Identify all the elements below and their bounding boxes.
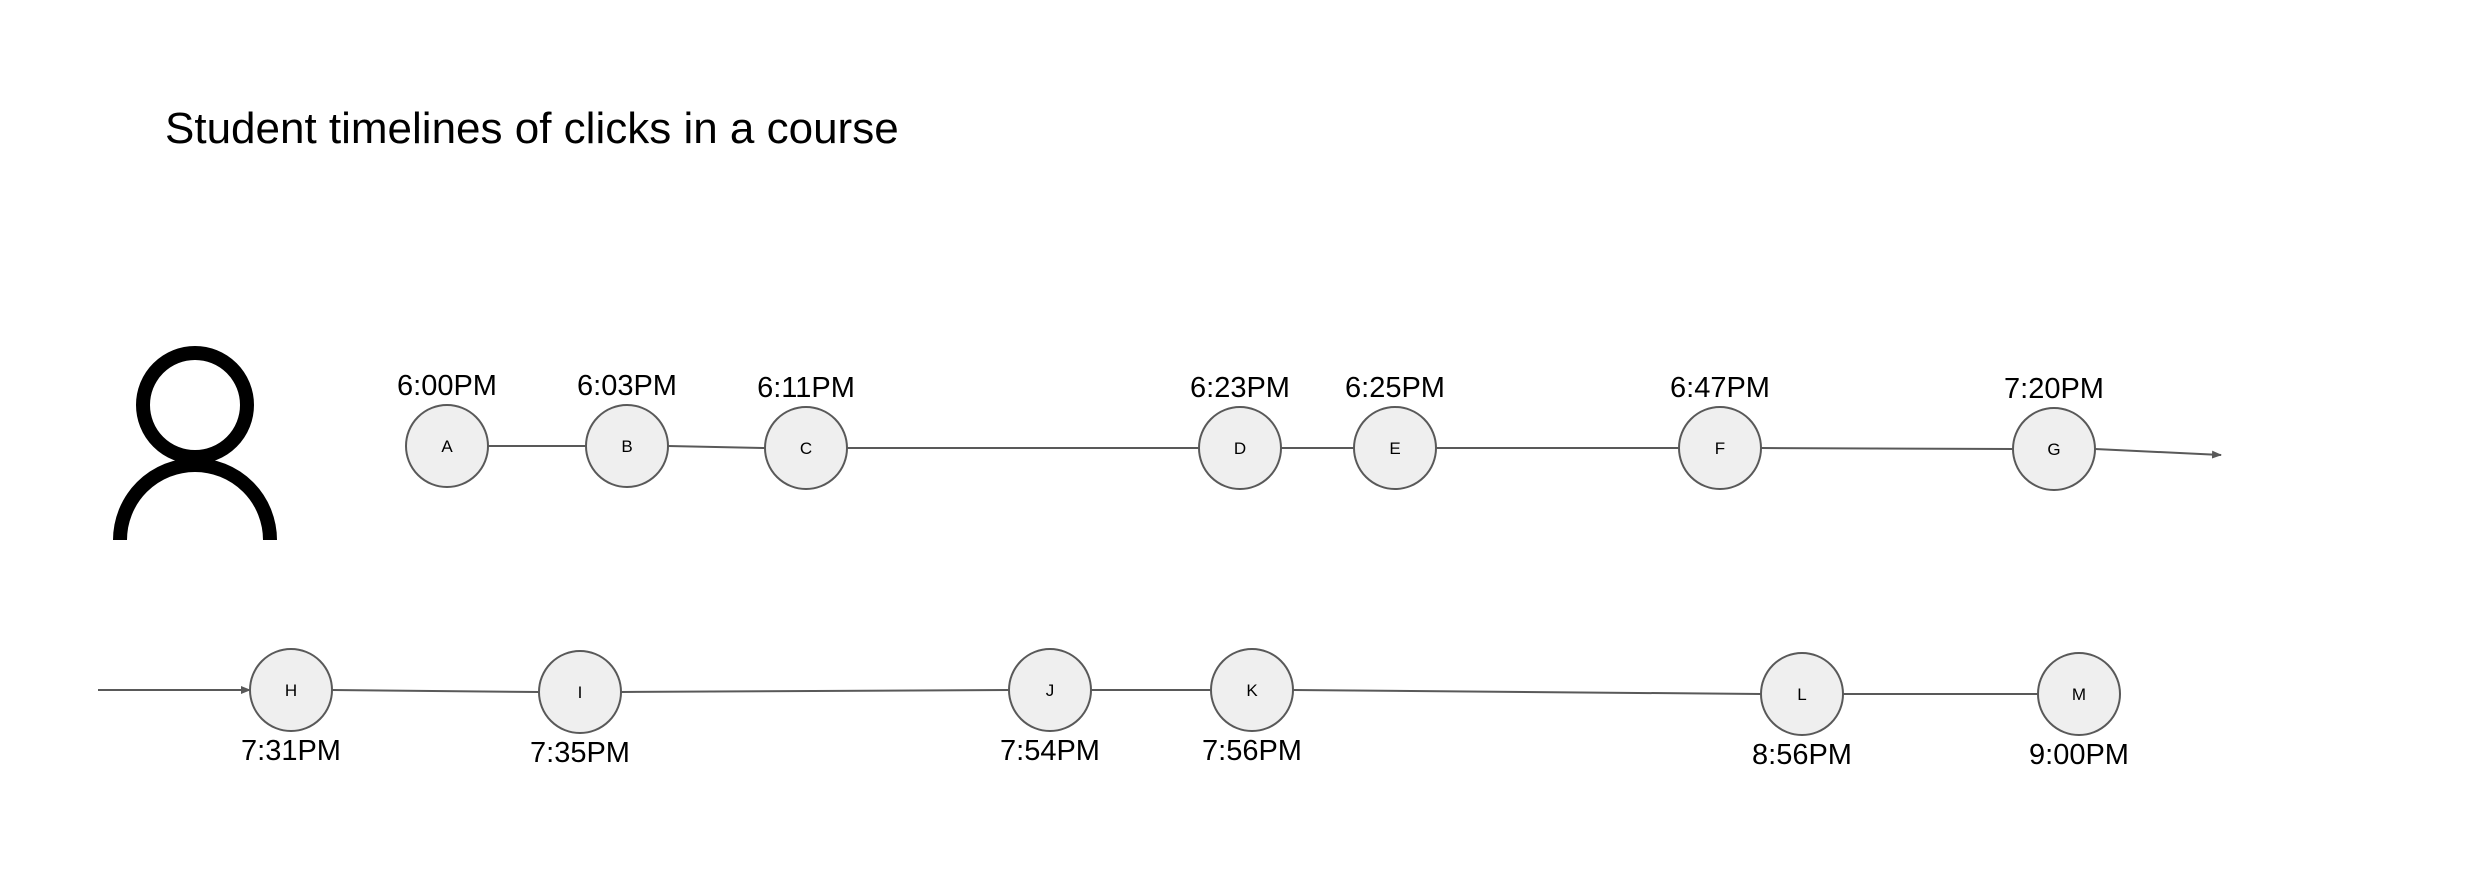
click-time-label: 7:31PM [241, 735, 341, 767]
click-node-id: C [800, 439, 812, 458]
click-node: B 6:03PM [577, 370, 677, 488]
user-icon [113, 346, 277, 541]
click-node: E 6:25PM [1345, 372, 1445, 490]
click-node: A 6:00PM [397, 370, 497, 488]
click-time-label: 6:00PM [397, 370, 497, 402]
click-node-circle [249, 648, 333, 732]
click-node: L 8:56PM [1752, 652, 1852, 771]
click-node-circle [2037, 652, 2121, 736]
click-node-circle [1353, 406, 1437, 490]
click-node-circle [538, 650, 622, 734]
click-node-id: K [1246, 681, 1258, 700]
click-node-id: J [1046, 681, 1055, 700]
click-time-label: 6:23PM [1190, 372, 1290, 404]
click-time-label: 7:35PM [530, 737, 630, 769]
click-node-id: B [621, 437, 632, 456]
click-time-label: 7:54PM [1000, 735, 1100, 767]
click-time-label: 7:20PM [2004, 373, 2104, 405]
click-time-label: 6:47PM [1670, 372, 1770, 404]
click-node: G 7:20PM [2004, 373, 2104, 491]
click-node: I 7:35PM [530, 650, 630, 769]
click-node-id: D [1234, 439, 1246, 458]
click-node-id: A [441, 437, 453, 456]
click-node-id: H [285, 681, 297, 700]
timeline-edge [1292, 689, 1762, 695]
click-node-id: E [1389, 439, 1400, 458]
click-node-id: G [2047, 440, 2060, 459]
click-node-circle [2012, 407, 2096, 491]
click-time-label: 6:11PM [757, 372, 855, 404]
click-node-circle [1210, 648, 1294, 732]
click-time-label: 9:00PM [2029, 739, 2129, 771]
timeline-edge [620, 689, 1010, 693]
timeline-edge [331, 689, 540, 693]
click-time-label: 7:56PM [1202, 735, 1302, 767]
click-node: F 6:47PM [1670, 372, 1770, 490]
timeline-edge [1760, 447, 2014, 450]
click-node-id: M [2072, 685, 2086, 704]
click-node-circle [764, 406, 848, 490]
timeline-nodes: A 6:00PM B 6:03PM C 6:11PM D 6:23PM E 6:25PM F 6:47… [241, 370, 2129, 771]
click-node: J 7:54PM [1000, 648, 1100, 767]
timeline-continuation-arrow [2094, 448, 2222, 459]
click-node-id: F [1715, 439, 1725, 458]
click-node-circle [585, 404, 669, 488]
diagram-title: Student timelines of clicks in a course [165, 104, 899, 153]
click-node-circle [1198, 406, 1282, 490]
timeline-edge [667, 445, 766, 449]
click-node: C 6:11PM [757, 372, 855, 490]
click-node-circle [1760, 652, 1844, 736]
click-node-id: L [1797, 685, 1806, 704]
click-node: H 7:31PM [241, 648, 341, 767]
click-node-circle [1008, 648, 1092, 732]
click-time-label: 6:25PM [1345, 372, 1445, 404]
click-time-label: 6:03PM [577, 370, 677, 402]
click-node-circle [1678, 406, 1762, 490]
timeline-edges [98, 445, 2222, 695]
click-node-id: I [578, 683, 583, 702]
click-node-circle [405, 404, 489, 488]
click-node: K 7:56PM [1202, 648, 1302, 767]
click-time-label: 8:56PM [1752, 739, 1852, 771]
click-node: M 9:00PM [2029, 652, 2129, 771]
click-node: D 6:23PM [1190, 372, 1290, 490]
